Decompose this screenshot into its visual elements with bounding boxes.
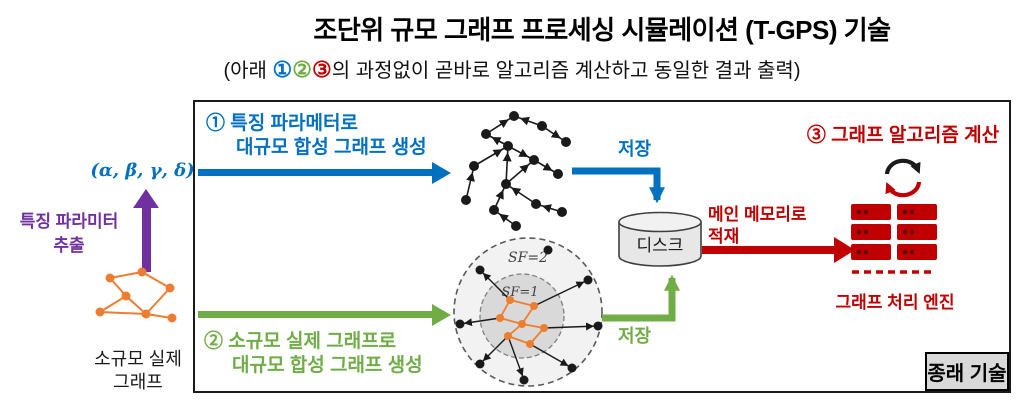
real-graph-label-line2: 그래프 [113,372,163,392]
page-title: 조단위 규모 그래프 프로세싱 시뮬레이션 (T-GPS) 기술 [313,15,891,45]
extract-label-line2: 추출 [53,236,85,255]
real-graph-label: 소규모 실제 그래프 [68,348,208,394]
scaled-cluster-icon: SF=2 SF=1 [450,234,608,392]
step1-label: ① 특징 파라메터로 대규모 합성 그래프 생성 [206,112,427,160]
disk-label: 디스크 [636,236,684,255]
parameters-label: (α, β, γ, δ) [90,160,195,181]
subtitle-suffix: 의 과정없이 곧바로 알고리즘 계산하고 동일한 결과 출력) [331,60,801,82]
server-rack-icon [848,202,940,280]
extract-label: 특징 파라미터 추출 [8,210,130,258]
sf-outer-label: SF=2 [508,250,548,266]
disk-icon [615,210,705,270]
step2-label: ② 소규모 실제 그래프로 대규모 합성 그래프 생성 [204,330,423,378]
save-bottom-arrow [600,266,700,326]
save-top-label: 저장 [618,139,652,159]
engine-label: 그래프 처리 엔진 [835,293,955,312]
cycle-arrows-icon [874,153,930,203]
legacy-tech-badge: 종래 기술 [925,352,1009,391]
subtitle-step1-marker: ① [272,57,293,82]
step3-label: ③ 그래프 알고리즘 계산 [806,125,1000,146]
step1-label-line1: ① 특징 파라메터로 [206,113,358,134]
real-graph-icon [90,266,185,346]
load-label-line1: 메인 메모리로 [708,205,807,224]
subtitle-prefix: (아래 [223,60,273,82]
synthetic-graph-icon [450,108,585,233]
step2-label-line2: 대규모 합성 그래프 생성 [232,355,423,376]
extract-label-line1: 특징 파라미터 [19,212,119,231]
page-subtitle: (아래 ①②③의 과정없이 곧바로 알고리즘 계산하고 동일한 결과 출력) [0,54,1024,83]
save-top-arrow [572,164,682,216]
load-label-line2: 적재 [708,227,740,246]
real-graph-label-line1: 소규모 실제 [94,349,182,369]
load-label: 메인 메모리로 적재 [708,204,807,248]
step1-label-line2: 대규모 합성 그래프 생성 [236,137,427,158]
subtitle-step2-marker: ② [292,57,312,82]
step2-label-line1: ② 소규모 실제 그래프로 [204,331,397,352]
save-bottom-label: 저장 [618,326,652,346]
subtitle-step3-marker: ③ [312,57,332,82]
